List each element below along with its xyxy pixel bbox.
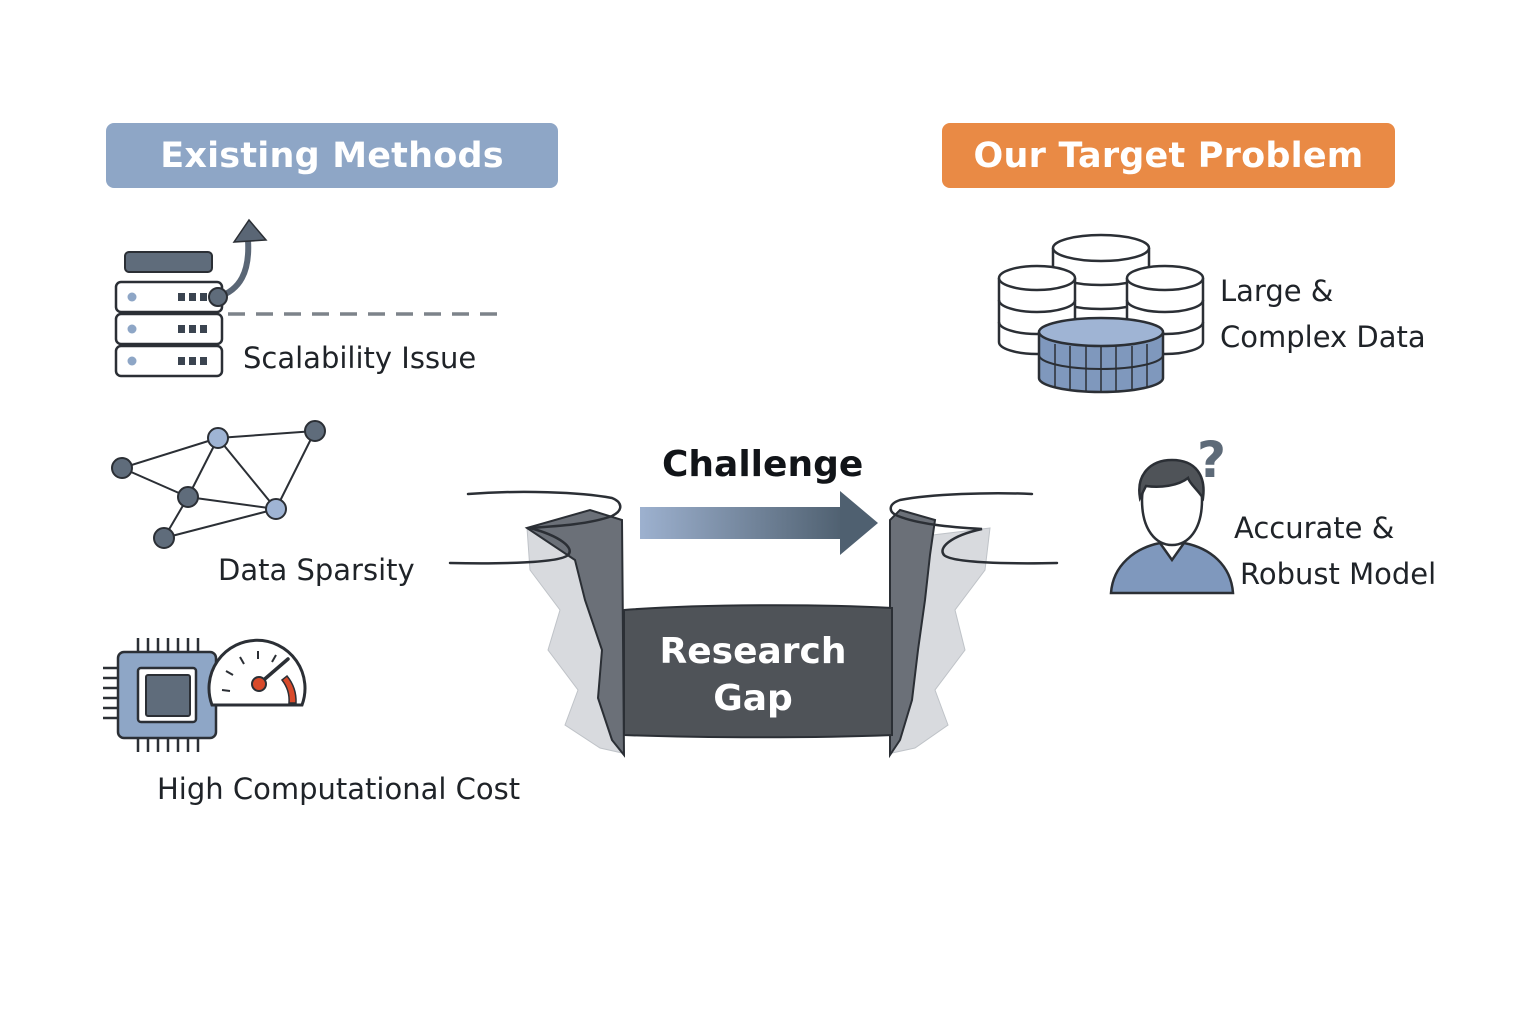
database-stack-icon	[997, 233, 1205, 394]
research-gap-band	[623, 604, 893, 739]
server-scale-icon	[114, 218, 508, 378]
research-gap-line1: Research	[659, 631, 847, 672]
cpu-gauge-icon	[103, 638, 307, 752]
accurate-robust-model-label: Accurate & Robust Model	[1234, 505, 1436, 597]
large-complex-data-label: Large & Complex Data	[1220, 268, 1426, 360]
sparse-network-icon	[111, 420, 326, 549]
right-cliff	[889, 492, 1059, 759]
target-problem-header: Our Target Problem	[942, 123, 1395, 188]
left-cliff	[448, 490, 626, 758]
challenge-arrow	[640, 491, 878, 555]
accurate-robust-model-line1: Accurate &	[1234, 511, 1395, 545]
research-gap-line2: Gap	[713, 678, 793, 719]
question-mark-icon: ?	[1197, 431, 1226, 489]
high-computational-cost-label: High Computational Cost	[157, 772, 521, 806]
existing-methods-header: Existing Methods	[106, 123, 558, 188]
research-gap-label: Research Gap	[622, 628, 884, 722]
challenge-label: Challenge	[662, 444, 864, 485]
accurate-robust-model-line2: Robust Model	[1240, 557, 1437, 591]
large-complex-data-line2: Complex Data	[1220, 320, 1426, 354]
large-complex-data-line1: Large &	[1220, 274, 1334, 308]
user-question-icon: ?	[1109, 431, 1235, 595]
data-sparsity-label: Data Sparsity	[218, 553, 415, 587]
scalability-issue-label: Scalability Issue	[243, 341, 477, 375]
